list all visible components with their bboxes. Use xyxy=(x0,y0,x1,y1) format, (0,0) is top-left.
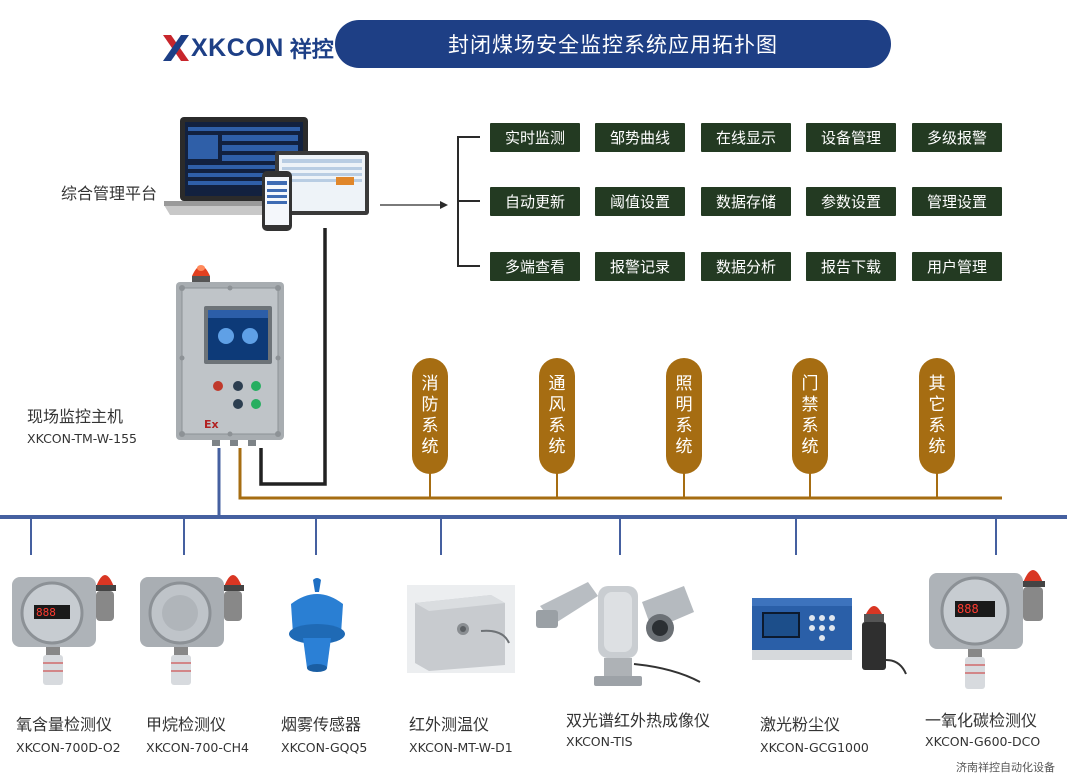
device-model: XKCON-G600-DCO xyxy=(925,734,1041,749)
feature-button[interactable]: 用户管理 xyxy=(912,252,1002,281)
subsystem-ventilation: 通风系统 xyxy=(539,358,575,474)
feature-button[interactable]: 管理设置 xyxy=(912,187,1002,216)
gas-detector-icon: 888 xyxy=(12,575,116,685)
device-name: 一氧化碳检测仪 xyxy=(925,711,1038,730)
svg-text:Ex: Ex xyxy=(204,418,219,431)
subsystem-access-control: 门禁系统 xyxy=(792,358,828,474)
feature-button[interactable]: 多级报警 xyxy=(912,123,1002,152)
field-host-cabinet-icon: Ex xyxy=(176,265,284,446)
feature-button[interactable]: 阈值设置 xyxy=(595,187,685,216)
device-name: 红外测温仪 xyxy=(409,715,490,734)
device-model: XKCON-GCG1000 xyxy=(760,740,869,755)
platform-label: 综合管理平台 xyxy=(61,184,158,203)
logo-text: XKCON xyxy=(191,33,284,62)
feature-button[interactable]: 报告下载 xyxy=(806,252,896,281)
page-title: 封闭煤场安全监控系统应用拓扑图 xyxy=(335,20,891,68)
thermal-camera-icon xyxy=(536,582,701,686)
feature-button[interactable]: 数据分析 xyxy=(701,252,791,281)
device-name: 甲烷检测仪 xyxy=(146,715,227,734)
feature-button[interactable]: 自动更新 xyxy=(490,187,580,216)
subsystem-other: 其它系统 xyxy=(919,358,955,474)
infrared-thermometer-icon xyxy=(407,585,515,673)
device-name: 双光谱红外热成像仪 xyxy=(566,711,711,730)
device-name: 烟雾传感器 xyxy=(281,715,362,734)
feature-button[interactable]: 在线显示 xyxy=(701,123,791,152)
feature-button[interactable]: 设备管理 xyxy=(806,123,896,152)
gas-detector-icon: 888 xyxy=(929,570,1045,689)
subsystem-fire: 消防系统 xyxy=(412,358,448,474)
feature-button[interactable]: 实时监测 xyxy=(490,123,580,152)
brand-logo: XKCON 祥控 xyxy=(163,33,334,63)
device-name: 氧含量检测仪 xyxy=(16,715,113,734)
svg-text:888: 888 xyxy=(36,606,56,619)
device-model: XKCON-700-CH4 xyxy=(146,740,249,755)
gas-detector-icon xyxy=(140,575,244,685)
logo-x-icon xyxy=(163,35,189,61)
feature-button[interactable]: 邹势曲线 xyxy=(595,123,685,152)
device-model: XKCON-MT-W-D1 xyxy=(409,740,513,755)
device-model: XKCON-TIS xyxy=(566,734,633,749)
device-model: XKCON-GQQ5 xyxy=(281,740,368,755)
feature-button[interactable]: 报警记录 xyxy=(595,252,685,281)
host-label: 现场监控主机 xyxy=(27,407,124,426)
management-platform-icon xyxy=(164,117,369,231)
host-model: XKCON-TM-W-155 xyxy=(27,431,138,446)
svg-text:888: 888 xyxy=(957,602,979,616)
feature-button[interactable]: 数据存储 xyxy=(701,187,791,216)
device-name: 激光粉尘仪 xyxy=(760,715,841,734)
smoke-sensor-icon xyxy=(289,578,345,672)
dust-meter-icon xyxy=(752,598,907,675)
feature-button[interactable]: 多端查看 xyxy=(490,252,580,281)
device-model: XKCON-700D-O2 xyxy=(16,740,121,755)
feature-button[interactable]: 参数设置 xyxy=(806,187,896,216)
logo-cn: 祥控 xyxy=(289,38,334,63)
watermark: 济南祥控自动化设备 xyxy=(956,761,1055,774)
subsystem-lighting: 照明系统 xyxy=(666,358,702,474)
